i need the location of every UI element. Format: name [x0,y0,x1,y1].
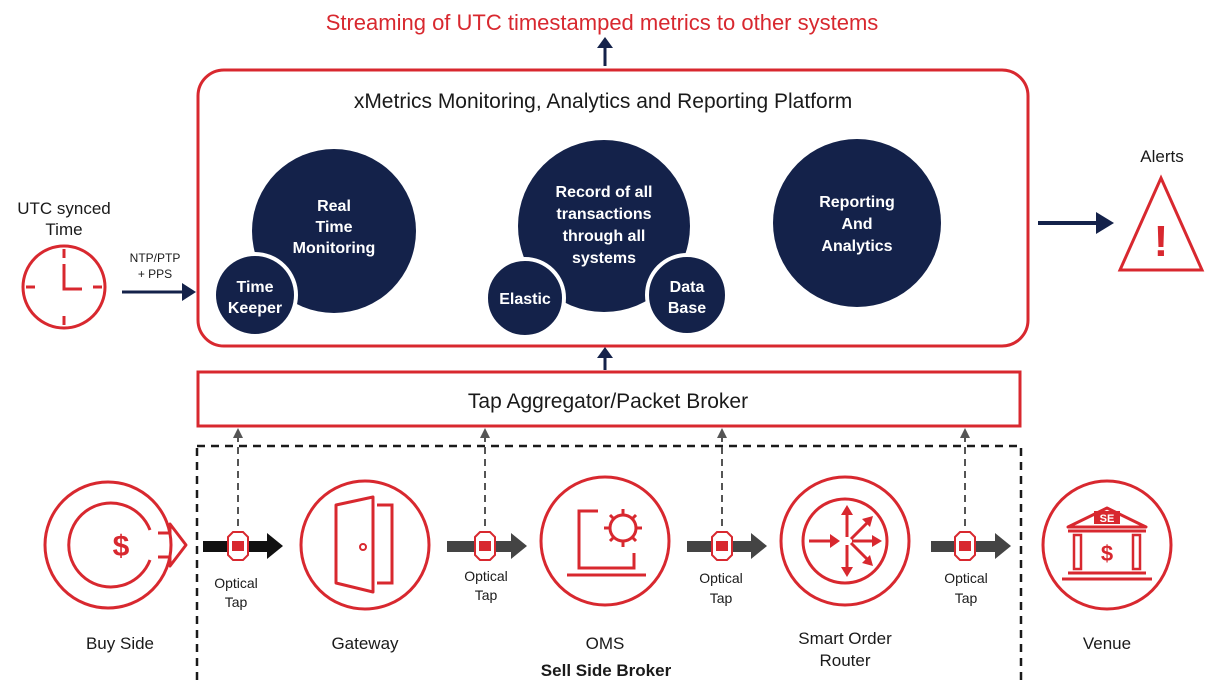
real-time-line-3: Monitoring [293,240,376,257]
reporting-line-2: And [841,216,872,233]
oms-icon [539,475,671,607]
time-sync-arrow-head [182,283,196,301]
utc-label-line-2: Time [45,220,82,239]
real-time-line-1: Real [317,198,351,215]
optical-tap-3-line-2: Tap [710,590,733,606]
venue-dollar: $ [1101,541,1113,566]
aggregator-to-platform-arrow-head [597,347,613,358]
gear-icon [604,509,642,547]
reporting-line-1: Reporting [819,194,895,211]
elastic-circle: Elastic [484,257,566,339]
record-line-4: systems [572,250,636,267]
alert-exclamation: ! [1154,217,1169,266]
oms-label: OMS [586,634,625,653]
optical-tap-2-line-2: Tap [475,587,498,603]
platform-title: xMetrics Monitoring, Analytics and Repor… [354,90,852,113]
real-time-monitoring-circle: Real Time Monitoring [252,149,416,313]
utc-label-line-1: UTC synced [17,199,111,218]
streaming-title: Streaming of UTC timestamped metrics to … [326,10,879,35]
router-label-line-2: Router [819,651,870,670]
gateway-icon [299,479,431,611]
record-circle: Record of all transactions through all s… [518,140,690,312]
database-line-1: Data [670,279,705,296]
platform-box [196,68,1030,348]
buy-side-label: Buy Side [86,634,154,653]
tap-aggregator-label: Tap Aggregator/Packet Broker [468,390,748,413]
time-keeper-line-2: Keeper [228,300,282,317]
optical-tap-connector-2 [474,531,496,561]
venue-label: Venue [1083,634,1131,653]
protocol-line-1: NTP/PTP [130,251,181,265]
optical-tap-connector-3 [711,531,733,561]
venue-icon: SE $ [1041,479,1173,611]
reporting-line-3: Analytics [821,238,892,255]
sell-side-broker-label: Sell Side Broker [541,661,672,680]
record-line-3: through all [563,228,646,245]
tap-lines [233,428,970,538]
gateway-label: Gateway [331,634,399,653]
optical-tap-1-line-2: Tap [225,594,248,610]
protocol-line-2: + PPS [138,267,172,281]
record-line-1: Record of all [556,184,653,201]
optical-tap-connector-1 [227,531,249,561]
database-circle: Data Base [645,253,729,337]
optical-tap-1-line-1: Optical [214,575,258,591]
router-label-line-1: Smart Order [798,629,892,648]
time-keeper-circle: Time Keeper [212,252,298,338]
optical-tap-connector-4 [954,531,976,561]
clock-icon [21,244,107,330]
buy-side-dollar: $ [113,530,130,563]
alerts-label: Alerts [1140,147,1183,166]
tap-aggregator-box [196,370,1022,428]
optical-tap-4-line-2: Tap [955,590,978,606]
warning-triangle-icon: ! [1117,174,1205,272]
sell-side-broker-box [195,444,1023,686]
buy-side-icon: $ [43,480,188,610]
elastic-label: Elastic [499,291,551,308]
streaming-arrow-head [597,37,613,48]
time-keeper-line-1: Time [236,279,273,296]
router-icon [779,475,911,607]
record-line-2: transactions [556,206,651,223]
real-time-line-2: Time [315,219,352,236]
reporting-circle: Reporting And Analytics [773,139,941,307]
optical-tap-3-line-1: Optical [699,570,743,586]
optical-tap-4-line-1: Optical [944,570,988,586]
optical-tap-2-line-1: Optical [464,568,508,584]
database-line-2: Base [668,300,706,317]
alerts-arrow-head [1096,212,1114,234]
venue-badge: SE [1100,513,1115,525]
